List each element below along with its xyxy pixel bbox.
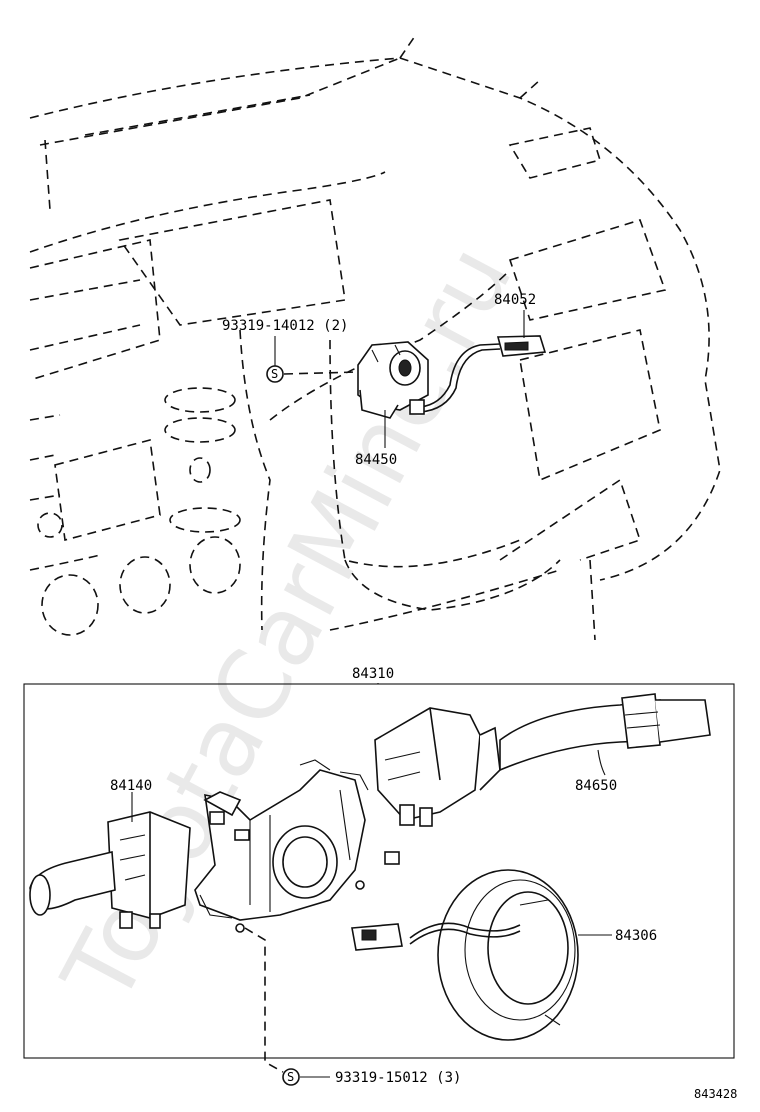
svg-text:S: S [287, 1070, 294, 1084]
combination-switch-body [194, 759, 400, 933]
screw-lower-symbol: S [282, 1068, 300, 1086]
svg-text:S: S [271, 367, 278, 381]
label-screw-lower: 93319-15012 (3) [335, 1070, 461, 1086]
connector-part [409, 335, 547, 415]
diagram-id: 843428 [694, 1087, 737, 1101]
ignition-switch-part [357, 341, 429, 419]
left-switch-part [29, 811, 191, 929]
label-ignition-switch: 84450 [355, 452, 397, 468]
label-connector: 84052 [494, 292, 536, 308]
spiral-cable-part [351, 869, 579, 1041]
screw-upper-symbol: S [266, 365, 284, 383]
right-switch-part [374, 693, 711, 827]
label-left-switch: 84140 [110, 778, 152, 794]
label-assembly: 84310 [352, 666, 394, 682]
label-screw-upper: 93319-14012 (2) [222, 318, 348, 334]
assembly-frame [23, 683, 735, 1059]
dashboard-outline [29, 35, 721, 641]
label-right-switch: 84650 [575, 778, 617, 794]
label-spiral-cable: 84306 [615, 928, 657, 944]
